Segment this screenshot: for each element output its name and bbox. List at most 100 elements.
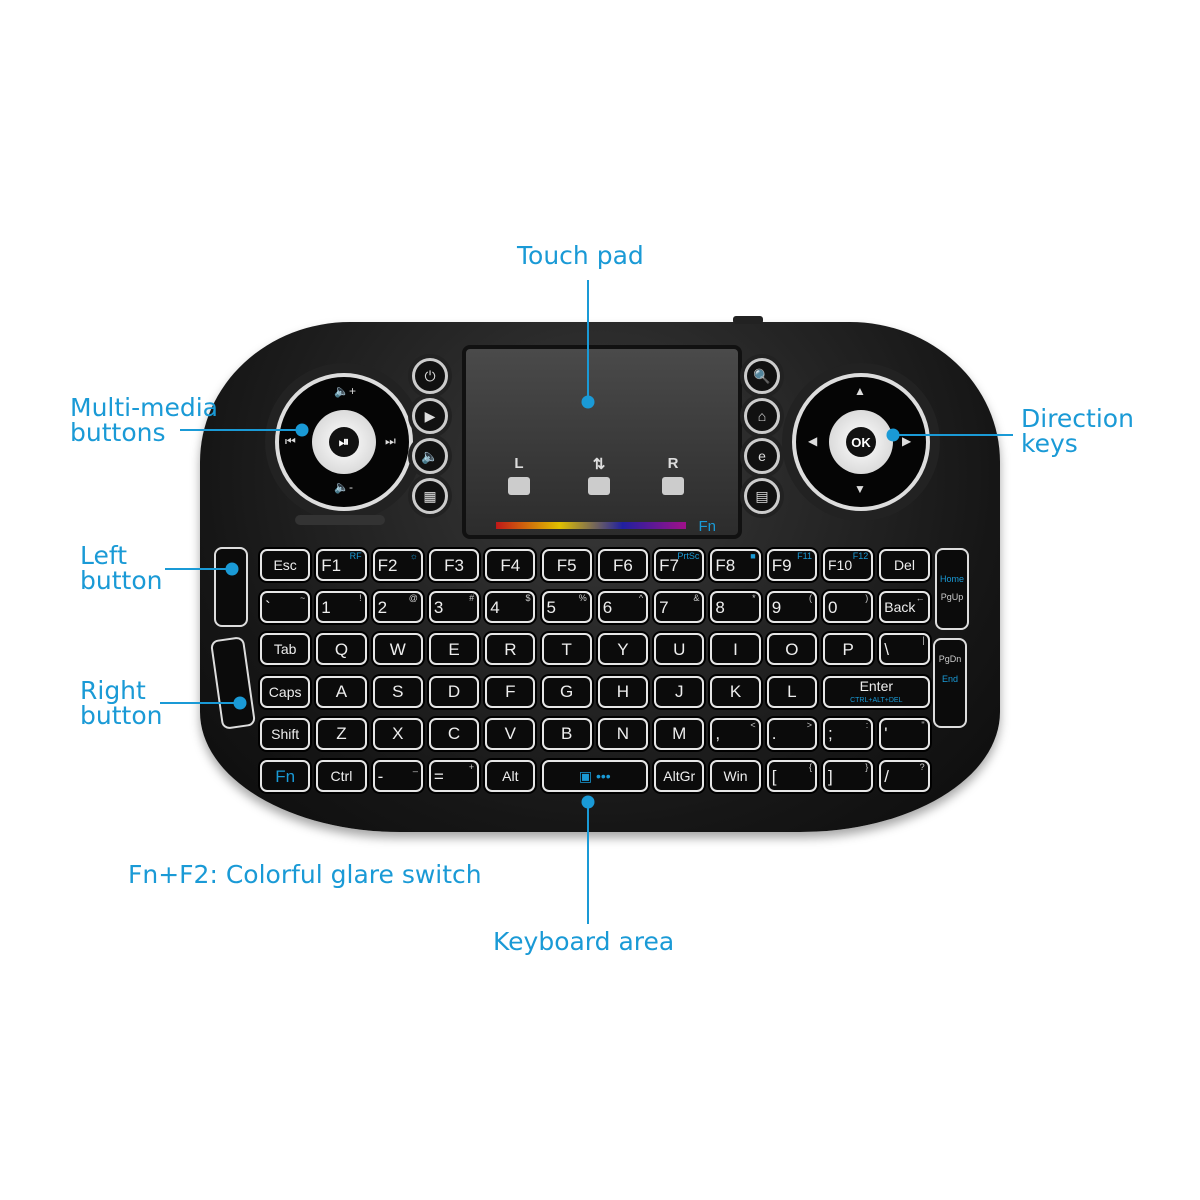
key-b[interactable]: B — [541, 717, 592, 750]
key-q[interactable]: Q — [316, 633, 367, 666]
home-pgup-key[interactable]: Home PgUp — [935, 548, 969, 630]
key-sym[interactable]: `~ — [260, 591, 311, 624]
key-f3[interactable]: F3 — [428, 549, 480, 581]
key-label: \ — [884, 639, 890, 659]
key-g[interactable]: G — [541, 675, 592, 708]
key-x[interactable]: X — [372, 717, 423, 750]
ok-button[interactable]: OK — [846, 427, 876, 457]
key-sym[interactable]: '" — [879, 717, 930, 750]
key-u[interactable]: U — [654, 633, 705, 666]
key-f6[interactable]: F6 — [597, 549, 649, 581]
key-d[interactable]: D — [428, 675, 480, 708]
key-ctrl[interactable]: Ctrl — [316, 760, 367, 792]
key-f4[interactable]: F4 — [485, 549, 536, 581]
key-esc[interactable]: Esc — [260, 549, 311, 581]
key-del[interactable]: Del — [879, 549, 930, 581]
key-0[interactable]: 0) — [823, 591, 874, 624]
key-sym[interactable]: ;: — [823, 717, 874, 750]
arrow-up-icon[interactable]: ▲ — [854, 384, 866, 398]
key-c[interactable]: C — [428, 717, 480, 750]
key-e[interactable]: E — [428, 633, 480, 666]
next-track-icon[interactable]: ⏭ — [385, 434, 396, 448]
key-t[interactable]: T — [541, 633, 592, 666]
key-w[interactable]: W — [372, 633, 423, 666]
pgdn-end-key[interactable]: PgDn End — [933, 638, 967, 728]
key-sym[interactable]: -_ — [372, 760, 423, 792]
left-function-button-1[interactable]: ▶ — [412, 398, 448, 434]
key-a[interactable]: A — [316, 675, 367, 708]
key-4[interactable]: 4$ — [485, 591, 536, 624]
left-function-button-0[interactable]: ⏻ — [412, 358, 448, 394]
key-r[interactable]: R — [485, 633, 536, 666]
key-7[interactable]: 7& — [654, 591, 705, 624]
left-function-button-2[interactable]: 🔈 — [412, 438, 448, 474]
right-function-button-2[interactable]: e — [744, 438, 780, 474]
key-1[interactable]: 1! — [316, 591, 367, 624]
key-p[interactable]: P — [823, 633, 874, 666]
key-secondary-label: < — [750, 719, 756, 730]
key-alt[interactable]: Alt — [485, 760, 536, 792]
key-shift[interactable]: Shift — [260, 717, 311, 750]
key-win[interactable]: Win — [710, 760, 761, 792]
volume-down-icon[interactable]: 🔈- — [334, 480, 353, 494]
direction-wheel[interactable]: ▲ ▼ ◀ ▶ OK — [792, 373, 930, 511]
key-h[interactable]: H — [597, 675, 649, 708]
key-i[interactable]: I — [710, 633, 761, 666]
key-m[interactable]: M — [654, 717, 705, 750]
key-n[interactable]: N — [597, 717, 649, 750]
key-j[interactable]: J — [654, 675, 705, 708]
multimedia-wheel[interactable]: 🔈+ 🔈- ⏮ ⏭ ⏯ — [275, 373, 413, 511]
key-sym[interactable]: ▣ ••• — [541, 760, 649, 792]
key-label: Alt — [502, 768, 519, 784]
key-z[interactable]: Z — [316, 717, 367, 750]
key-l[interactable]: L — [766, 675, 817, 708]
key-5[interactable]: 5% — [541, 591, 592, 624]
key-9[interactable]: 9( — [766, 591, 817, 624]
key-k[interactable]: K — [710, 675, 761, 708]
key-sym[interactable]: ]} — [823, 760, 874, 792]
key-f8[interactable]: F8■ — [710, 549, 761, 581]
right-function-button-1[interactable]: ⌂ — [744, 398, 780, 434]
play-pause-button[interactable]: ⏯ — [329, 427, 359, 457]
key-f5[interactable]: F5 — [541, 549, 592, 581]
arrow-down-icon[interactable]: ▼ — [854, 482, 866, 496]
key-f2[interactable]: F2☼ — [372, 549, 423, 581]
previous-track-icon[interactable]: ⏮ — [285, 434, 296, 448]
key-6[interactable]: 6^ — [597, 591, 649, 624]
key-sym[interactable]: /? — [879, 760, 930, 792]
key-y[interactable]: Y — [597, 633, 649, 666]
volume-up-icon[interactable]: 🔈+ — [334, 384, 356, 398]
right-function-button-0[interactable]: 🔍 — [744, 358, 780, 394]
key-v[interactable]: V — [485, 717, 536, 750]
key-f[interactable]: F — [485, 675, 536, 708]
key-sym[interactable]: =+ — [428, 760, 480, 792]
arrow-right-icon[interactable]: ▶ — [902, 434, 912, 448]
key-altgr[interactable]: AltGr — [654, 760, 705, 792]
key-sym[interactable]: \| — [879, 633, 930, 666]
left-mouse-button[interactable] — [214, 547, 248, 627]
key-sym[interactable]: ,< — [710, 717, 761, 750]
key-tab[interactable]: Tab — [260, 633, 311, 666]
touch-pad[interactable]: L ⇅ R Fn — [462, 345, 742, 539]
key-sym[interactable]: [{ — [766, 760, 817, 792]
gesture-scroll-label: ⇅ — [592, 456, 606, 473]
key-caps[interactable]: Caps — [260, 675, 311, 708]
key-8[interactable]: 8* — [710, 591, 761, 624]
key-label: F10 — [828, 557, 853, 573]
key-label: Back — [884, 599, 916, 616]
key-o[interactable]: O — [766, 633, 817, 666]
key-back[interactable]: Back← — [879, 591, 930, 624]
left-function-button-3[interactable]: ▦ — [412, 478, 448, 514]
key-fn[interactable]: Fn — [260, 760, 311, 792]
key-s[interactable]: S — [372, 675, 423, 708]
right-function-button-3[interactable]: ▤ — [744, 478, 780, 514]
key-2[interactable]: 2@ — [372, 591, 423, 624]
key-3[interactable]: 3# — [428, 591, 480, 624]
arrow-left-icon[interactable]: ◀ — [808, 434, 818, 448]
key-sym[interactable]: .> — [766, 717, 817, 750]
